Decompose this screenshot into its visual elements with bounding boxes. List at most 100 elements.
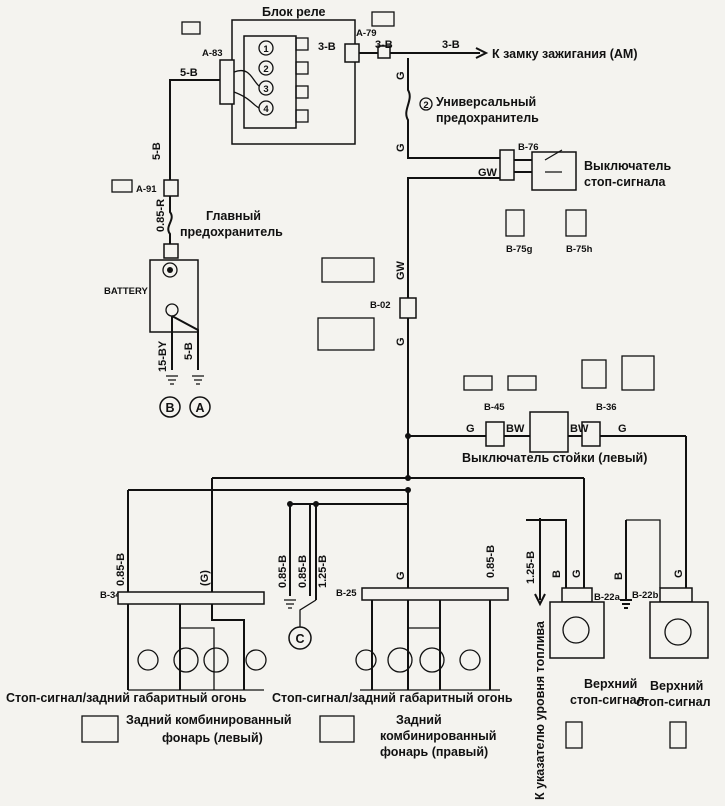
right-lamp-bulb xyxy=(459,649,481,671)
relay-3: 3 xyxy=(263,84,268,95)
wire-3b-a: 3-B xyxy=(318,41,336,53)
relay-1: 1 xyxy=(263,44,269,55)
wire-5b-a: 5-B xyxy=(180,67,198,79)
wire-125b-f: 1.25-B xyxy=(525,551,537,584)
conn-a79: A-79 xyxy=(356,28,377,39)
ignition-label: К замку зажигания (AM) xyxy=(492,47,638,61)
wire-bw-right: BW xyxy=(570,423,589,435)
right-combo-label: Задний xyxy=(396,713,442,727)
conn-b75g: B-75g xyxy=(506,244,533,255)
fuse-number: 2 xyxy=(423,100,428,111)
left-lamp-label: Стоп-сигнал/задний габаритный огонь xyxy=(6,691,247,705)
right-lamp-bulb xyxy=(355,649,377,671)
wire-b-22b: B xyxy=(613,572,625,580)
conn-b25: B-25 xyxy=(336,588,357,599)
universal-fuse-label: Универсальный xyxy=(436,95,536,109)
connector-icon xyxy=(507,375,537,391)
connector-icon xyxy=(581,359,607,389)
conn-b45: B-45 xyxy=(484,402,505,413)
wire-085b-r: 0.85-B xyxy=(485,545,497,578)
wire-g2: G xyxy=(395,143,407,152)
conn-b36: B-36 xyxy=(596,402,617,413)
left-combo-label: Задний комбинированный xyxy=(126,713,292,727)
connector-icon xyxy=(181,21,201,35)
wire-085r: 0.85-R xyxy=(155,199,167,232)
wire-085b-left: 0.85-B xyxy=(115,553,127,586)
left-lamp-bulb xyxy=(245,649,267,671)
ground-b: B xyxy=(165,401,174,415)
wire-085b-c2: 0.85-B xyxy=(297,555,309,588)
upper-stop-1-label-2: стоп-сигнал xyxy=(570,693,645,707)
left-combo-label-2: фонарь (левый) xyxy=(162,731,263,745)
conn-a83: A-83 xyxy=(202,48,223,59)
conn-b76: B-76 xyxy=(518,142,539,153)
upper-stop-lamp-2 xyxy=(649,601,709,659)
wire-g-paren: (G) xyxy=(199,570,211,586)
connector-icon xyxy=(317,317,375,351)
connector-icon xyxy=(371,11,395,27)
connector-icon xyxy=(319,715,355,743)
right-combo-label-2: комбинированный xyxy=(380,729,497,743)
battery-label: BATTERY xyxy=(104,286,148,297)
conn-b34: B-34 xyxy=(100,590,121,601)
right-lamp-label: Стоп-сигнал/задний габаритный огонь xyxy=(272,691,513,705)
pillar-switch-label: Выключатель стойки (левый) xyxy=(462,451,647,465)
wire-15by: 15-BY xyxy=(157,340,169,372)
upper-stop-2-label: Верхний xyxy=(650,679,703,693)
right-lamp-bulb xyxy=(419,647,445,673)
wire-gw2: GW xyxy=(395,260,407,280)
connector-icon xyxy=(565,209,587,237)
relay-2: 2 xyxy=(263,64,268,75)
pillar-switch xyxy=(529,411,569,453)
wire-g-22b: G xyxy=(673,569,685,578)
ground-a: A xyxy=(195,401,204,415)
a91-connector xyxy=(163,179,179,197)
battery xyxy=(149,259,199,333)
wire-5b-c: 5-B xyxy=(183,342,195,360)
left-combo-connector xyxy=(117,591,265,605)
connector-icon xyxy=(669,721,687,749)
upper-stop-2-label-2: стоп-сигнал xyxy=(636,695,711,709)
upper-stop-lamp-1 xyxy=(549,601,605,659)
connector-icon xyxy=(81,715,119,743)
wire-b-22a: B xyxy=(551,570,563,578)
wire-g-22a: G xyxy=(571,569,583,578)
ground-b-icon xyxy=(159,396,181,418)
ground-a-icon xyxy=(189,396,211,418)
main-fuse-label: Главный xyxy=(206,209,261,223)
upper-stop-1-label: Верхний xyxy=(584,677,637,691)
conn-b22a: B-22a xyxy=(594,592,621,603)
stop-switch xyxy=(531,151,577,191)
ground-c: C xyxy=(295,632,304,646)
wire-g-left: G xyxy=(466,423,475,435)
main-fuse-label-2: предохранитель xyxy=(180,225,283,239)
connector-icon xyxy=(565,721,583,749)
universal-fuse-label-2: предохранитель xyxy=(436,111,539,125)
connector-icon xyxy=(621,355,655,391)
left-lamp-bulb xyxy=(137,649,159,671)
right-combo-connector xyxy=(361,587,509,601)
conn-b22b: B-22b xyxy=(632,590,659,601)
wire-3b-c: 3-B xyxy=(442,39,460,51)
stop-switch-label: Выключатель xyxy=(584,159,671,173)
wire-085b-c1: 0.85-B xyxy=(277,555,289,588)
conn-b02: B-02 xyxy=(370,300,391,311)
fuel-gauge-label: К указателю уровня топлива xyxy=(533,620,547,800)
connector-icon xyxy=(505,209,525,237)
upper-stop-bulb-1 xyxy=(562,616,590,644)
wire-g-r: G xyxy=(395,571,407,580)
wire-bw-left: BW xyxy=(506,423,525,435)
right-combo-label-3: фонарь (правый) xyxy=(380,745,488,759)
wire-125b-c: 1.25-B xyxy=(317,555,329,588)
connector-icon xyxy=(111,179,133,193)
connector-icon xyxy=(321,257,375,283)
stop-switch-label-2: стоп-сигнала xyxy=(584,175,667,189)
relay-block-title: Блок реле xyxy=(262,5,325,19)
wire-g-right: G xyxy=(618,423,627,435)
relay-block: 1 2 3 4 xyxy=(219,19,360,145)
wire-3b-b: 3-B xyxy=(375,39,393,51)
wire-g1: G xyxy=(395,71,407,80)
left-lamp-bulb xyxy=(173,647,199,673)
conn-a91: A-91 xyxy=(136,184,157,195)
